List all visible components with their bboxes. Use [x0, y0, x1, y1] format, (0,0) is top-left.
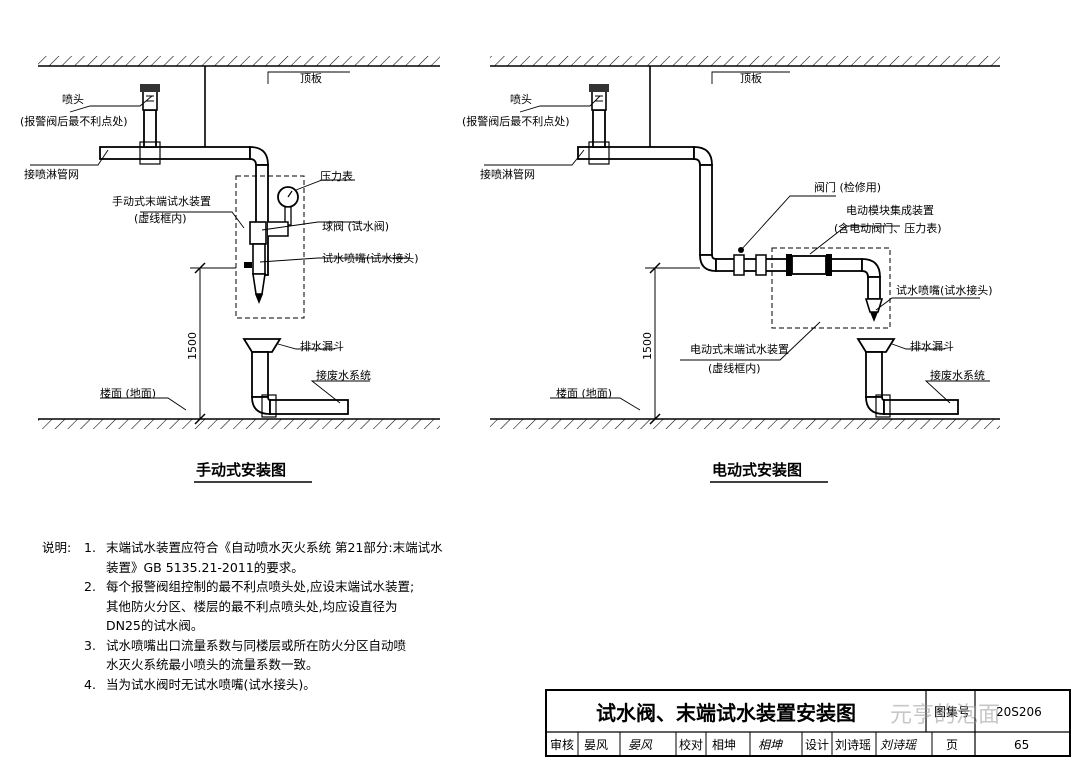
- electric-installation-drawing: 1500 顶板 喷头 (报警阀后最不利点处) 接喷淋管网 阀门 (检修用) 电动…: [462, 56, 1000, 483]
- titleblock-title: 试水阀、末端试水装置安装图: [596, 701, 856, 725]
- design-name: 刘诗瑶: [835, 738, 871, 752]
- electric-drawing-title: 电动式安装图: [712, 461, 802, 479]
- floor-label: 楼面 (地面): [100, 386, 156, 400]
- sprinkler-pipe: [99, 109, 269, 276]
- note-1: 说明: 1. 末端试水装置应符合《自动喷水灭火系统 第21部分:末端试水 装置》…: [42, 538, 542, 577]
- page-number: 65: [1014, 738, 1029, 752]
- drain-funnel-icon: [242, 338, 349, 418]
- atlas-label: 图集号: [934, 704, 970, 719]
- drain-funnel-icon: [856, 338, 959, 418]
- note-number: 3.: [84, 637, 96, 653]
- check-signature: 相坤: [758, 738, 784, 752]
- ceiling-slab: [38, 56, 440, 150]
- nozzle-label: 试水喷嘴(试水接头): [896, 284, 993, 297]
- note-line: 其他防火分区、楼层的最不利点喷头处,均应设直径为: [106, 598, 398, 614]
- note-line: 水灭火系统最小喷头的流量系数一致。: [106, 657, 319, 672]
- nozzle-label: 试水喷嘴(试水接头): [322, 252, 419, 265]
- device-label: 电动式末端试水装置: [690, 342, 789, 356]
- waste-label: 接废水系统: [930, 368, 985, 382]
- manual-drawing-title: 手动式安装图: [196, 461, 286, 479]
- module-label: 电动模块集成装置: [846, 203, 934, 217]
- note-2: 2. 每个报警阀组控制的最不利点喷头处,应设末端试水装置; 其他防火分区、楼层的…: [42, 577, 542, 636]
- title-block: 试水阀、末端试水装置安装图 图集号 20S206 审核 晏风 晏风 校对 相坤 …: [545, 689, 1071, 757]
- review-label: 审核: [550, 737, 574, 752]
- note-4: 4. 当为试水阀时无试水喷嘴(试水接头)。: [42, 675, 542, 695]
- floor-label: 楼面 (地面): [556, 386, 612, 400]
- manual-leaders: [30, 71, 410, 411]
- funnel-label: 排水漏斗: [910, 339, 954, 353]
- sprinkler-pipe: [577, 109, 881, 300]
- note-text: 当为试水阀时无试水喷嘴(试水接头)。: [106, 675, 542, 695]
- electric-leaders: [484, 71, 990, 411]
- manual-installation-drawing: 1500 顶板 喷头 (报警阀后最不利点处) 接喷淋管网 手动式末端试水装置 (…: [20, 56, 440, 483]
- gauge-label: 压力表: [320, 169, 353, 183]
- note-line: 末端试水装置应符合《自动喷水灭火系统 第21部分:末端试水: [106, 540, 443, 555]
- watermark-text: 元亨的泡面: [890, 703, 1000, 728]
- notes-section: 说明: 1. 末端试水装置应符合《自动喷水灭火系统 第21部分:末端试水 装置》…: [42, 538, 542, 694]
- valve-label: 阀门 (检修用): [814, 180, 881, 194]
- page-label: 页: [946, 738, 958, 752]
- height-dimension: [190, 262, 236, 425]
- waste-label: 接废水系统: [316, 368, 371, 382]
- note-line: 试水喷嘴出口流量系数与同楼层或所在防火分区自动喷: [106, 637, 407, 653]
- ceiling-label: 顶板: [300, 71, 322, 85]
- note-line: 当为试水阀时无试水喷嘴(试水接头)。: [106, 676, 316, 692]
- note-number: 1.: [84, 540, 96, 555]
- sprinkler-note-label: (报警阀后最不利点处): [462, 114, 570, 128]
- pipe-network-label: 接喷淋管网: [480, 167, 535, 181]
- note-text: 每个报警阀组控制的最不利点喷头处,应设末端试水装置; 其他防火分区、楼层的最不利…: [106, 577, 542, 636]
- review-signature: 晏风: [628, 738, 653, 752]
- funnel-label: 排水漏斗: [300, 339, 344, 353]
- note-line: 装置》GB 5135.21-2011的要求。: [106, 559, 304, 575]
- sprinkler-head-icon: [140, 84, 160, 111]
- manual-test-device: [235, 175, 305, 319]
- height-dimension-label: 1500: [186, 332, 199, 360]
- note-text: 试水喷嘴出口流量系数与同楼层或所在防火分区自动喷 水灭火系统最小喷头的流量系数一…: [106, 636, 542, 675]
- device-note-label: (虚线框内): [134, 211, 187, 225]
- device-note-label: (虚线框内): [708, 361, 761, 375]
- floor-slab: [38, 418, 440, 429]
- check-name: 相坤: [712, 737, 736, 752]
- device-label: 手动式末端试水装置: [112, 194, 211, 208]
- sprinkler-label: 喷头: [62, 93, 84, 106]
- notes-lead: 说明:: [42, 540, 72, 555]
- check-label: 校对: [679, 737, 703, 752]
- sprinkler-head-icon: [589, 84, 609, 111]
- design-signature: 刘诗瑶: [880, 738, 918, 752]
- note-number: 2.: [84, 579, 96, 594]
- note-line: DN25的试水阀。: [106, 618, 204, 633]
- review-name: 晏风: [584, 738, 608, 752]
- note-number: 4.: [84, 676, 96, 692]
- design-label: 设计: [805, 738, 829, 752]
- sprinkler-label: 喷头: [510, 93, 532, 106]
- height-dimension: [645, 262, 700, 425]
- floor-slab: [490, 418, 1000, 429]
- ceiling-label: 顶板: [740, 71, 762, 85]
- height-dimension-label: 1500: [641, 332, 654, 360]
- note-3: 3. 试水喷嘴出口流量系数与同楼层或所在防火分区自动喷 水灭火系统最小喷头的流量…: [42, 636, 542, 675]
- module-note-label: (含电动阀门、压力表): [834, 221, 942, 235]
- note-text: 末端试水装置应符合《自动喷水灭火系统 第21部分:末端试水 装置》GB 5135…: [106, 538, 542, 577]
- sprinkler-note-label: (报警阀后最不利点处): [20, 114, 128, 128]
- note-line: 每个报警阀组控制的最不利点喷头处,应设末端试水装置;: [106, 579, 415, 594]
- ball-valve-label: 球阀 (试水阀): [322, 219, 389, 233]
- ceiling-slab: [490, 56, 1000, 150]
- pipe-network-label: 接喷淋管网: [24, 167, 79, 181]
- atlas-number: 20S206: [996, 705, 1042, 719]
